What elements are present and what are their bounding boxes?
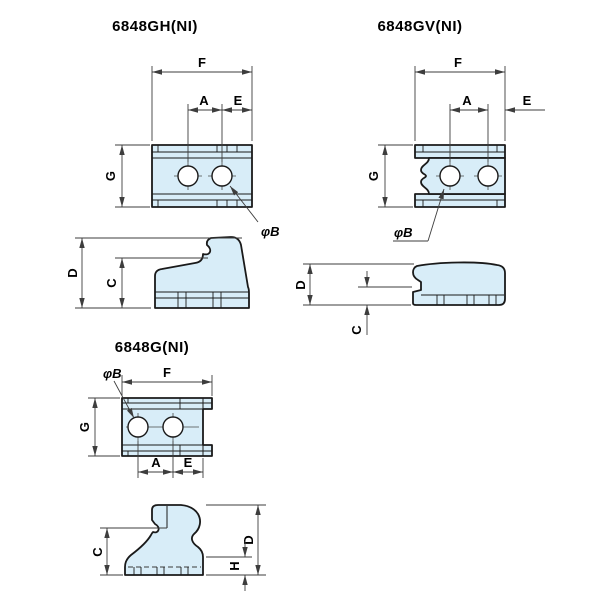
dim-label-c: C (90, 547, 105, 557)
leader-phib (427, 188, 445, 242)
dim-label-e: E (523, 93, 532, 108)
dim-label-e: E (184, 455, 193, 470)
hole-left (439, 165, 461, 187)
dim-label-g: G (366, 171, 381, 181)
view-6848g-side: C D H (90, 504, 266, 591)
hole-right (477, 165, 499, 187)
hole-right (211, 165, 233, 187)
part-profile-g-side (124, 504, 204, 576)
title-6848gh: 6848GH(NI) (112, 18, 198, 35)
leader-phib (113, 380, 135, 419)
dim-label-g: G (103, 171, 118, 181)
part-profile-gv-side (412, 261, 506, 306)
title-6848gv: 6848GV(NI) (377, 18, 462, 35)
dim-label-phib: φB (103, 366, 122, 381)
part-profile-gh-side (154, 236, 250, 309)
dim-label-a: A (199, 93, 209, 108)
dim-label-d: D (293, 280, 308, 289)
view-6848gv-top: F A E G φB (366, 55, 545, 242)
dim-label-f: F (163, 365, 171, 380)
dim-label-d: D (241, 535, 256, 544)
view-6848gh-side: D C (65, 236, 250, 309)
dim-label-c: C (349, 325, 364, 335)
dim-label-f: F (454, 55, 462, 70)
title-6848g: 6848G(NI) (115, 339, 190, 356)
dim-label-g: G (77, 422, 92, 432)
dim-label-a: A (462, 93, 472, 108)
dim-label-h: H (227, 561, 242, 570)
dim-label-a: A (151, 455, 161, 470)
view-6848gv-side: D C (293, 261, 506, 335)
hole-left (177, 165, 199, 187)
dim-label-phib: φB (394, 225, 413, 240)
dim-label-c: C (104, 278, 119, 288)
dim-label-e: E (234, 93, 243, 108)
dim-label-d: D (65, 268, 80, 277)
hole-right (162, 416, 184, 438)
hole-left (127, 416, 149, 438)
dim-label-phib: φB (261, 224, 280, 239)
leader-phib (229, 185, 259, 223)
view-6848gh-top: F A E G φB (103, 55, 280, 239)
dim-label-f: F (198, 55, 206, 70)
view-6848g-top: F G A E φB (77, 365, 213, 478)
